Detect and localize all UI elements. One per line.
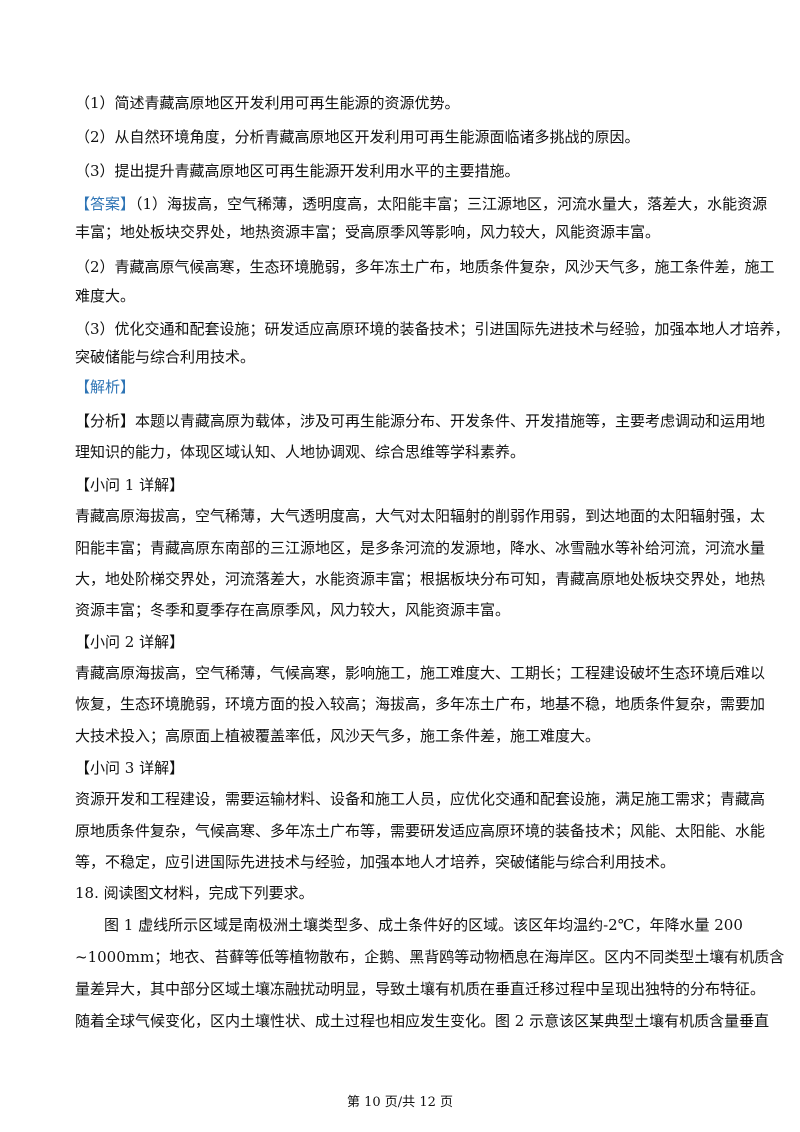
sub-question-2-title: 【小问 2 详解】 bbox=[75, 633, 185, 651]
sub-question-2-line-3: 大技术投入；高原面上植被覆盖率低，风沙天气多，施工条件差，施工难度大。 bbox=[75, 727, 601, 745]
sub-question-3-title: 【小问 3 详解】 bbox=[75, 759, 185, 777]
answer-line-5: （3）优化交通和配套设施；研发适应高原环境的装备技术；引进国际先进技术与经验，加… bbox=[75, 320, 790, 338]
answer-text-1: （1）海拔高，空气稀薄，透明度高，太阳能丰富；三江源地区，河流水量大，落差大，水… bbox=[135, 195, 768, 213]
question-2: （2）从自然环境角度，分析青藏高原地区开发利用可再生能源面临诸多挑战的原因。 bbox=[75, 128, 640, 146]
sub-question-1-line-4: 资源丰富；冬季和夏季存在高原季风，风力较大，风能资源丰富。 bbox=[75, 601, 511, 619]
sub-question-2-line-2: 恢复，生态环境脆弱，环境方面的投入较高；海拔高，多年冻土广布，地基不稳，地质条件… bbox=[75, 695, 766, 713]
question-18-title: 18. 阅读图文材料，完成下列要求。 bbox=[75, 884, 314, 902]
question-18-paragraph-line-2: ~1000mm；地衣、苔藓等低等植物散布，企鹅、黑背鸥等动物栖息在海岸区。区内不… bbox=[75, 948, 785, 966]
page-number-footer: 第 10 页/共 12 页 bbox=[347, 1095, 453, 1110]
answer-line-1: 【答案】（1）海拔高，空气稀薄，透明度高，太阳能丰富；三江源地区，河流水量大，落… bbox=[75, 193, 767, 215]
question-1: （1）简述青藏高原地区开发利用可再生能源的资源优势。 bbox=[75, 94, 460, 112]
sub-question-1-line-1: 青藏高原海拔高，空气稀薄，大气透明度高，大气对太阳辐射的削弱作用弱，到达地面的太… bbox=[75, 507, 766, 525]
sub-question-3-line-3: 等，不稳定，应引进国际先进技术与经验，加强本地人才培养，突破储能与综合利用技术。 bbox=[75, 853, 676, 871]
analysis-label: 【解析】 bbox=[75, 378, 136, 396]
question-18-paragraph-line-3: 量差异大，其中部分区域土壤冻融扰动明显，导致土壤有机质在垂直迁移过程中呈现出独特… bbox=[75, 980, 766, 998]
question-18-paragraph-line-4: 随着全球气候变化，区内土壤性状、成土过程也相应发生变化。图 2 示意该区某典型土… bbox=[75, 1012, 770, 1030]
sub-question-3-line-2: 原地质条件复杂，气候高寒、多年冻土广布等，需要研发适应高原环境的装备技术；风能、… bbox=[75, 822, 766, 840]
sub-question-2-line-1: 青藏高原海拔高，空气稀薄，气候高寒，影响施工，施工难度大、工期长；工程建设破坏生… bbox=[75, 664, 766, 682]
answer-label: 【答案】 bbox=[75, 195, 136, 213]
sub-question-3-line-1: 资源开发和工程建设，需要运输材料、设备和施工人员，应优化交通和配套设施，满足施工… bbox=[75, 790, 766, 808]
sub-question-1-title: 【小问 1 详解】 bbox=[75, 476, 185, 494]
analysis-fenxi-1: 【分析】本题以青藏高原为载体，涉及可再生能源分布、开发条件、开发措施等，主要考虑… bbox=[75, 412, 766, 430]
answer-line-3: （2）青藏高原气候高寒，生态环境脆弱，多年冻土广布，地质条件复杂，风沙天气多，施… bbox=[75, 258, 775, 276]
sub-question-1-line-2: 阳能丰富；青藏高原东南部的三江源地区，是多条河流的发源地，降水、冰雪融水等补给河… bbox=[75, 539, 766, 557]
answer-line-4: 难度大。 bbox=[75, 287, 136, 305]
question-18-paragraph-line-1: 图 1 虚线所示区域是南极洲土壤类型多、成土条件好的区域。该区年均温约-2℃，年… bbox=[104, 916, 743, 934]
sub-question-1-line-3: 大，地处阶梯交界处，河流落差大，水能资源丰富；根据板块分布可知，青藏高原地处板块… bbox=[75, 570, 766, 588]
question-3: （3）提出提升青藏高原地区可再生能源开发利用水平的主要措施。 bbox=[75, 162, 520, 180]
analysis-fenxi-2: 理知识的能力，体现区域认知、人地协调观、综合思维等学科素养。 bbox=[75, 443, 526, 461]
answer-line-2: 丰富；地处板块交界处，地热资源丰富；受高原季风等影响，风力较大，风能资源丰富。 bbox=[75, 223, 661, 241]
answer-line-6: 突破储能与综合利用技术。 bbox=[75, 348, 256, 366]
